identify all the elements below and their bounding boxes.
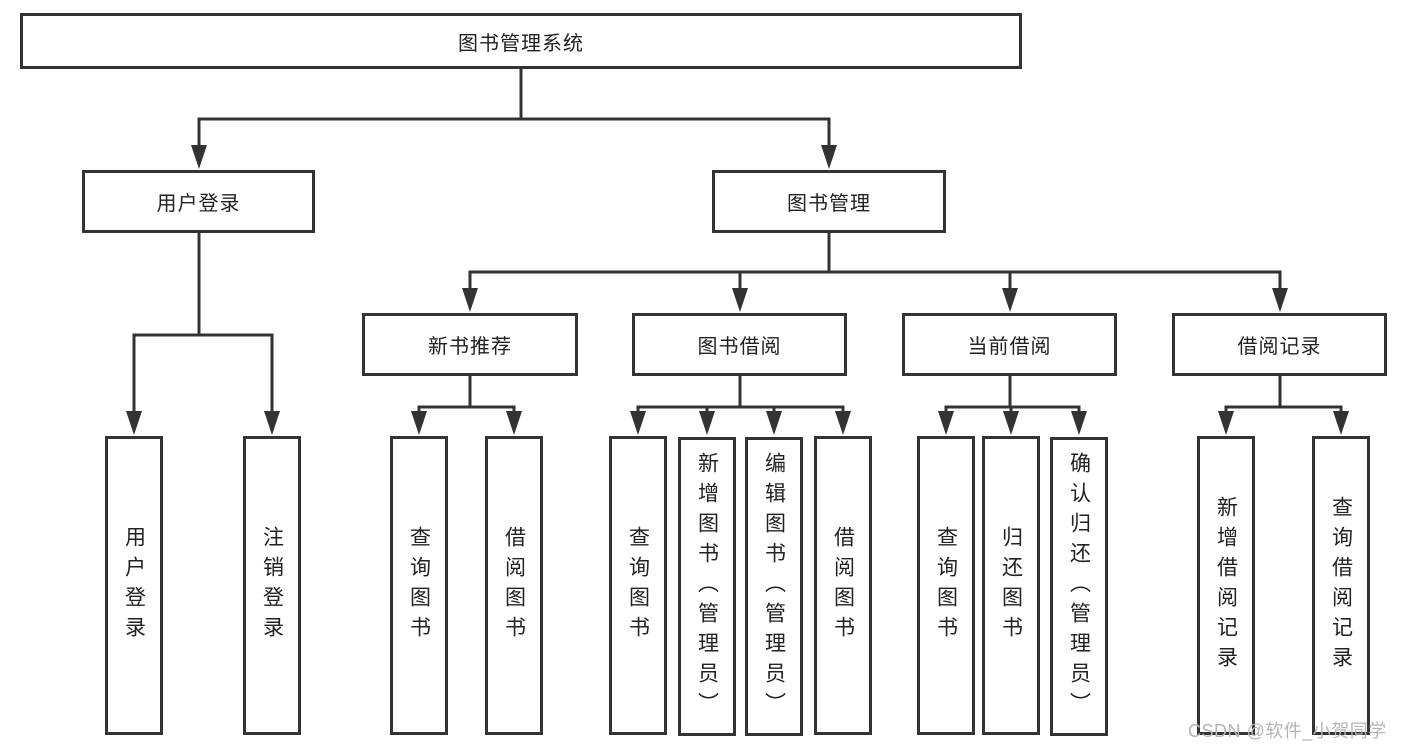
arrowhead-icon [1003,411,1019,435]
leaf-recommend-query-books: 查询图书 [390,436,448,735]
arrowhead-icon [821,145,837,169]
node-borrow-records-label: 借阅记录 [1237,336,1322,358]
node-user-login-label: 用户登录 [156,193,241,215]
node-current-borrow-label: 当前借阅 [967,336,1052,358]
arrowhead-icon [191,145,207,169]
arrowhead-icon [1333,411,1349,435]
node-book-management-label: 图书管理 [787,193,871,215]
leaf-recommend-borrow-books-label: 借阅图书 [502,525,526,646]
leaf-recommend-borrow-books: 借阅图书 [485,436,543,735]
arrowhead-icon [411,411,427,435]
leaf-add-books-admin-label: 新增图书（管理员） [695,451,719,722]
arrowhead-icon [835,411,851,435]
leaf-logout-label: 注销登录 [260,525,284,646]
node-root: 图书管理系统 [20,13,1022,69]
arrowhead-icon [732,288,748,312]
leaf-current-query-books: 查询图书 [917,436,975,735]
arrowhead-icon [630,411,646,435]
arrowhead-icon [1272,288,1288,312]
leaf-query-borrow-record-label: 查询借阅记录 [1329,495,1353,676]
node-book-management: 图书管理 [712,170,946,233]
leaf-add-borrow-record: 新增借阅记录 [1197,436,1255,735]
node-book-borrow-label: 图书借阅 [697,336,782,358]
leaf-recommend-query-books-label: 查询图书 [407,525,431,646]
node-book-borrow: 图书借阅 [632,313,847,376]
leaf-edit-books-admin-label: 编辑图书（管理员） [762,451,786,722]
leaf-confirm-return-admin: 确认归还（管理员） [1050,437,1108,736]
leaf-logout: 注销登录 [243,436,301,735]
arrowhead-icons [126,145,1349,435]
csdn-watermark: CSDN @软件_小贺同学 [1188,721,1387,741]
arrowhead-icon [766,411,782,435]
node-current-borrow: 当前借阅 [902,313,1117,376]
arrowhead-icon [1071,411,1087,435]
leaf-return-books-label: 归还图书 [999,525,1023,646]
arrowhead-icon [1002,288,1018,312]
node-borrow-records: 借阅记录 [1172,313,1387,376]
arrowhead-icon [462,288,478,312]
leaf-borrow-books-label: 借阅图书 [831,525,855,646]
arrowhead-icon [938,411,954,435]
leaf-borrow-query-books: 查询图书 [609,436,667,735]
arrowhead-icon [506,411,522,435]
leaf-return-books: 归还图书 [982,436,1040,735]
leaf-query-borrow-record: 查询借阅记录 [1312,436,1370,735]
connector-paths [132,69,1343,413]
leaf-borrow-query-books-label: 查询图书 [626,525,650,646]
node-new-book-recommend: 新书推荐 [362,313,578,376]
leaf-add-borrow-record-label: 新增借阅记录 [1214,495,1238,676]
leaf-user-login-label: 用户登录 [122,525,146,646]
leaf-confirm-return-admin-label: 确认归还（管理员） [1067,451,1091,722]
leaf-add-books-admin: 新增图书（管理员） [678,437,736,736]
leaf-current-query-books-label: 查询图书 [934,525,958,646]
leaf-user-login: 用户登录 [105,436,163,735]
arrowhead-icon [126,411,142,435]
arrowhead-icon [699,411,715,435]
node-root-label: 图书管理系统 [458,32,584,55]
node-new-book-recommend-label: 新书推荐 [428,336,512,358]
leaf-borrow-books: 借阅图书 [814,436,872,735]
node-user-login: 用户登录 [82,170,315,233]
leaf-edit-books-admin: 编辑图书（管理员） [745,437,803,736]
arrowhead-icon [264,411,280,435]
arrowhead-icon [1218,411,1234,435]
